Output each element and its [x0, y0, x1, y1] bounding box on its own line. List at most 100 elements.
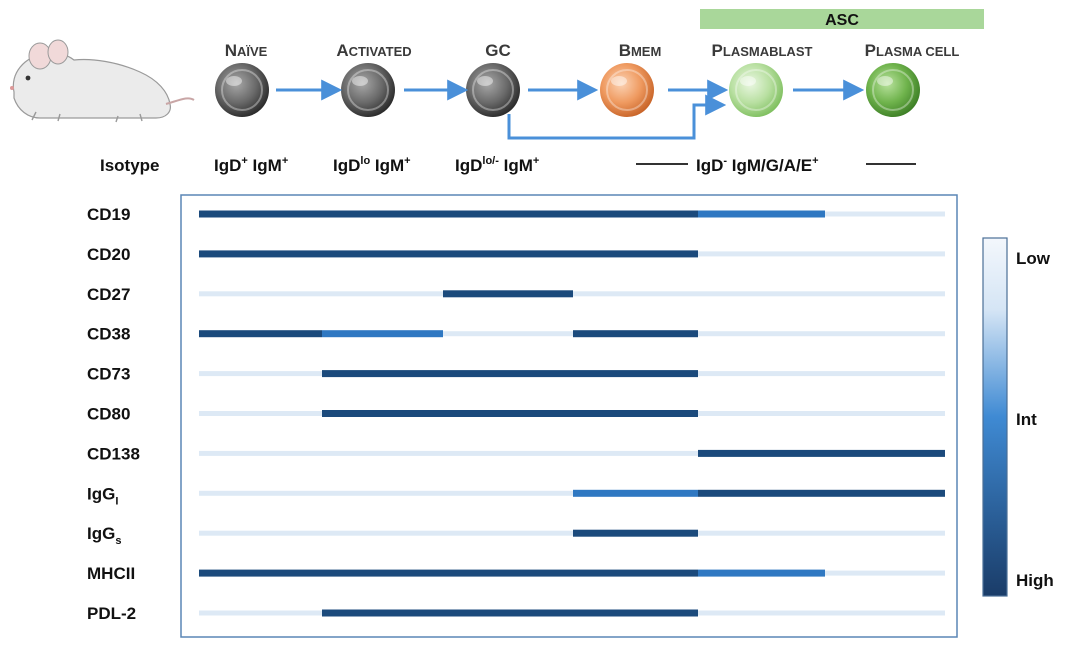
asc-label: ASC	[825, 12, 859, 29]
bar-mhcii-4	[698, 569, 825, 577]
isotype-label: Isotype	[100, 156, 160, 175]
bar-cd20-1	[322, 250, 443, 258]
stage-label-rest: AÏVE	[237, 44, 268, 59]
expression-bars	[199, 210, 945, 617]
bar-cd20-0	[199, 250, 322, 258]
bar-cd19-0	[199, 210, 322, 218]
bar-cd38-3	[573, 330, 698, 338]
bar-pdl-2-4	[698, 610, 825, 616]
marker-label-mhcii: MHCII	[87, 564, 135, 583]
heatmap-frame	[180, 194, 958, 638]
stage-label-initial: N	[225, 41, 237, 60]
bar-pdl-2-1	[322, 609, 443, 617]
bar-cd20-4	[698, 251, 825, 257]
marker-label-pdl-2: PDL-2	[87, 604, 136, 623]
cell-gc	[466, 63, 520, 117]
marker-label-cd38: CD38	[87, 325, 130, 344]
bar-pdl-2-3	[573, 609, 698, 617]
bar-mhcii-0	[199, 569, 322, 577]
bar-cd19-2	[443, 210, 573, 218]
marker-label-cd19: CD19	[87, 205, 130, 224]
bar-cd38-4	[698, 331, 825, 337]
bar-cd20-5	[825, 251, 945, 257]
bar-cd27-0	[199, 291, 322, 297]
marker-label-cd27: CD27	[87, 285, 130, 304]
bar-iggs-0	[199, 530, 322, 536]
bar-cd38-2	[443, 331, 573, 337]
bar-cd20-2	[443, 250, 573, 258]
stage-label-initial: GC	[485, 41, 511, 60]
bar-cd19-1	[322, 210, 443, 218]
bar-iggs-1	[322, 530, 443, 536]
isotype-naive: IgD+ IgM+	[214, 155, 288, 175]
bar-cd19-5	[825, 211, 945, 217]
bar-cd73-1	[322, 370, 443, 378]
marker-label-cd80: CD80	[87, 405, 130, 424]
bar-cd80-2	[443, 410, 573, 417]
bar-iggi-1	[322, 490, 443, 496]
cell-plasmablast	[729, 63, 783, 117]
bar-cd27-4	[698, 291, 825, 297]
marker-labels: CD19CD20CD27CD38CD73CD80CD138IgGIIgGsMHC…	[87, 205, 140, 623]
bar-mhcii-1	[322, 569, 443, 577]
bar-mhcii-2	[443, 569, 573, 577]
bar-cd38-5	[825, 331, 945, 337]
bar-cd19-4	[698, 210, 825, 218]
bar-cd138-1	[322, 450, 443, 456]
bar-cd138-5	[825, 449, 945, 457]
bar-iggs-4	[698, 530, 825, 536]
bar-iggs-2	[443, 530, 573, 536]
cell-activated	[341, 63, 395, 117]
stage-arrows	[276, 79, 865, 140]
marker-label-cd73: CD73	[87, 365, 130, 384]
stage-label-gc: GC	[485, 41, 511, 60]
cell-bmem	[600, 63, 654, 117]
stage-label-rest: MEM	[631, 44, 661, 59]
legend-int: Int	[1016, 410, 1037, 429]
stage-label-rest: LASMA CELL	[876, 44, 959, 59]
bar-cd80-3	[573, 410, 698, 417]
bar-cd80-4	[698, 411, 825, 416]
isotype-gc: IgDlo/- IgM+	[455, 155, 539, 175]
bar-cd38-0	[199, 330, 322, 338]
stage-label-bmem: BMEM	[619, 41, 662, 60]
marker-label-cd20: CD20	[87, 245, 130, 264]
bar-cd27-2	[443, 290, 573, 298]
bar-cd73-5	[825, 371, 945, 377]
bar-pdl-2-5	[825, 610, 945, 616]
bar-iggs-3	[573, 529, 698, 537]
marker-label-iggs: IgGs	[87, 524, 121, 547]
stage-label-naive: NAÏVE	[225, 41, 268, 60]
bar-pdl-2-2	[443, 609, 573, 617]
bar-iggi-4	[698, 489, 825, 497]
isotype-activated: IgDlo IgM+	[333, 155, 411, 175]
bar-cd73-4	[698, 371, 825, 377]
legend-colorbar	[982, 237, 1008, 597]
bar-mhcii-3	[573, 569, 698, 577]
bar-cd27-5	[825, 291, 945, 297]
bar-cd73-3	[573, 370, 698, 378]
marker-label-cd138: CD138	[87, 444, 140, 463]
cell-plasma_cell	[866, 63, 920, 117]
bar-iggi-3	[573, 489, 698, 497]
bar-cd73-2	[443, 370, 573, 378]
bar-iggi-2	[443, 490, 573, 496]
bar-cd20-3	[573, 250, 698, 258]
flow-arrow-gc-to-plasmablast	[507, 94, 727, 140]
stage-label-activated: ACTIVATED	[336, 41, 411, 60]
bar-cd80-0	[199, 411, 322, 416]
bar-cd138-4	[698, 449, 825, 457]
bar-iggi-5	[825, 489, 945, 497]
bar-cd80-5	[825, 411, 945, 416]
bar-mhcii-5	[825, 570, 945, 576]
bar-cd80-1	[322, 410, 443, 417]
stage-label-initial: P	[712, 41, 723, 60]
bar-cd27-3	[573, 291, 698, 297]
legend-high: High	[1016, 571, 1054, 590]
stage-label-initial: B	[619, 41, 631, 60]
stage-label-plasmablast: PLASMABLAST	[712, 41, 813, 60]
cell-naive	[215, 63, 269, 117]
